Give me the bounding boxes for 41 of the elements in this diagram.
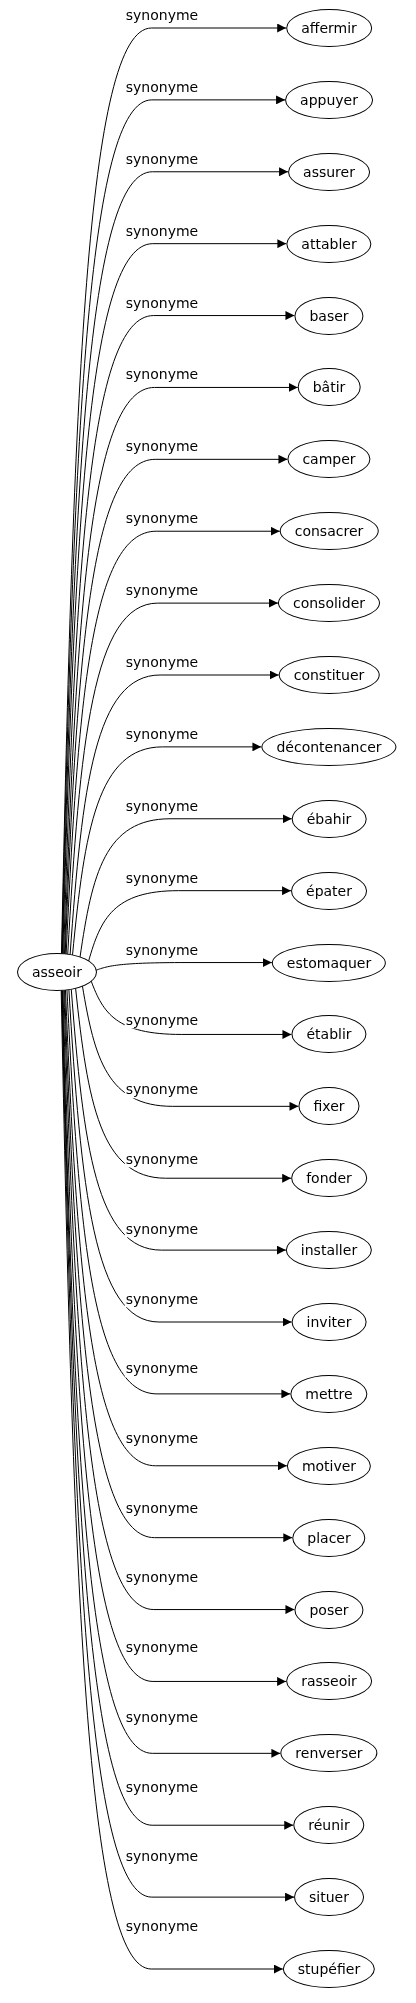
arrow xyxy=(88,886,292,962)
word-ellipse: assurer xyxy=(288,152,370,191)
word-ellipse: attabler xyxy=(286,224,372,263)
word-ellipse: bâtir xyxy=(297,368,361,407)
arrow xyxy=(67,598,279,955)
arrow xyxy=(95,958,273,971)
arrow xyxy=(90,980,292,1039)
word-ellipse: consolider xyxy=(278,584,380,623)
word-ellipse: stupéfier xyxy=(282,1950,376,1988)
word-ellipse: fonder xyxy=(291,1159,367,1198)
arrow xyxy=(81,985,299,1111)
word-ellipse: placer xyxy=(292,1518,366,1557)
word-ellipse: installer xyxy=(285,1231,373,1270)
word-ellipse: réunir xyxy=(293,1806,365,1845)
word-ellipse: fixer xyxy=(298,1087,360,1126)
word-ellipse: affermir xyxy=(286,9,372,47)
word-ellipse: situer xyxy=(294,1878,364,1917)
word-ellipse: ébahir xyxy=(291,799,367,838)
arrow xyxy=(68,989,293,1327)
arrow xyxy=(65,526,281,955)
word-ellipse: estomaquer xyxy=(271,943,387,982)
word-ellipse: camper xyxy=(287,440,371,479)
word-ellipse: motiver xyxy=(286,1446,372,1485)
word-ellipse: constituer xyxy=(278,656,380,694)
word-ellipse: poser xyxy=(294,1590,364,1629)
word-ellipse: décontenancer xyxy=(261,727,397,766)
word-ellipse: asseoir xyxy=(17,953,97,991)
word-ellipse: renverser xyxy=(280,1734,378,1773)
word-ellipse: inviter xyxy=(291,1303,367,1341)
word-ellipse: consacrer xyxy=(279,512,379,551)
word-ellipse: appuyer xyxy=(285,80,373,119)
arrow xyxy=(66,989,291,1399)
word-ellipse: rasseoir xyxy=(286,1662,372,1701)
word-ellipse: établir xyxy=(291,1015,367,1054)
arrow xyxy=(69,670,280,955)
arrow xyxy=(64,454,288,955)
word-ellipse: mettre xyxy=(290,1374,368,1413)
arrow xyxy=(79,814,293,958)
arrow xyxy=(75,987,292,1183)
word-ellipse: épater xyxy=(291,871,367,910)
word-ellipse: baser xyxy=(294,296,364,335)
